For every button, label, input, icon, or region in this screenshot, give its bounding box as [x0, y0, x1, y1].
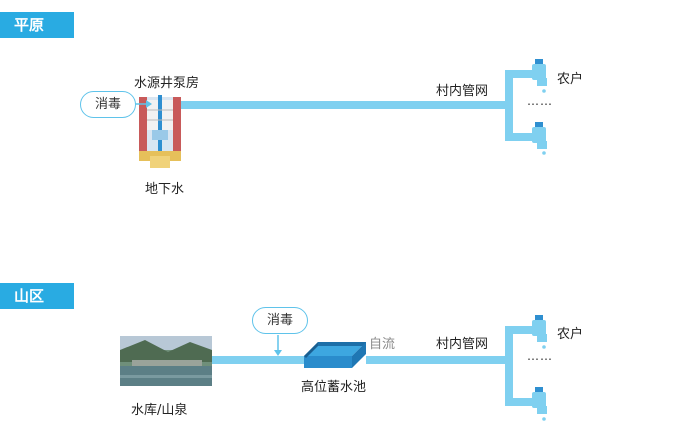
- pipe-network-label-plain: 村内管网: [436, 84, 489, 99]
- faucet-icon: [532, 59, 547, 93]
- branch-pipe-plain: [505, 70, 513, 141]
- water-source-label: 水库/山泉: [131, 403, 188, 418]
- section-tag-mountain: 山区: [0, 283, 74, 309]
- pump-house-label: 水源井泵房: [134, 76, 200, 91]
- groundwater-label: 地下水: [145, 182, 185, 197]
- household-label-plain: 农户: [557, 72, 584, 87]
- section-tag-plain: 平原: [0, 12, 74, 38]
- main-pipe-plain: [181, 101, 513, 109]
- reservoir-photo: [120, 336, 212, 386]
- top-branch-plain: [505, 70, 533, 78]
- well-pump-house-illustration: [139, 95, 181, 168]
- branch-pipe-mountain: [505, 326, 513, 406]
- storage-tank-illustration: [304, 342, 366, 368]
- pipe-reservoir-to-tank: [212, 356, 310, 364]
- household-label-mountain: 农户: [557, 327, 584, 342]
- faucet-icon: [532, 387, 547, 421]
- storage-tank-label: 高位蓄水池: [301, 380, 367, 395]
- faucet-icon: [532, 315, 547, 349]
- top-branch-mountain: [505, 326, 533, 334]
- bottom-branch-plain: [505, 133, 533, 141]
- disinfection-pill-mountain: 消毒: [252, 307, 308, 334]
- main-pipe-mountain: [366, 356, 513, 364]
- disinfection-arrowhead-plain: [146, 100, 152, 108]
- ellipsis-plain: ……: [527, 94, 553, 108]
- faucet-icon: [532, 122, 547, 155]
- disinfection-arrowhead-mountain: [274, 350, 282, 356]
- ellipsis-mountain: ……: [527, 349, 553, 363]
- bottom-branch-mountain: [505, 398, 533, 406]
- disinfection-pill-plain: 消毒: [80, 91, 136, 118]
- gravity-flow-label: 自流: [369, 337, 396, 352]
- pipe-network-label-mountain: 村内管网: [436, 337, 489, 352]
